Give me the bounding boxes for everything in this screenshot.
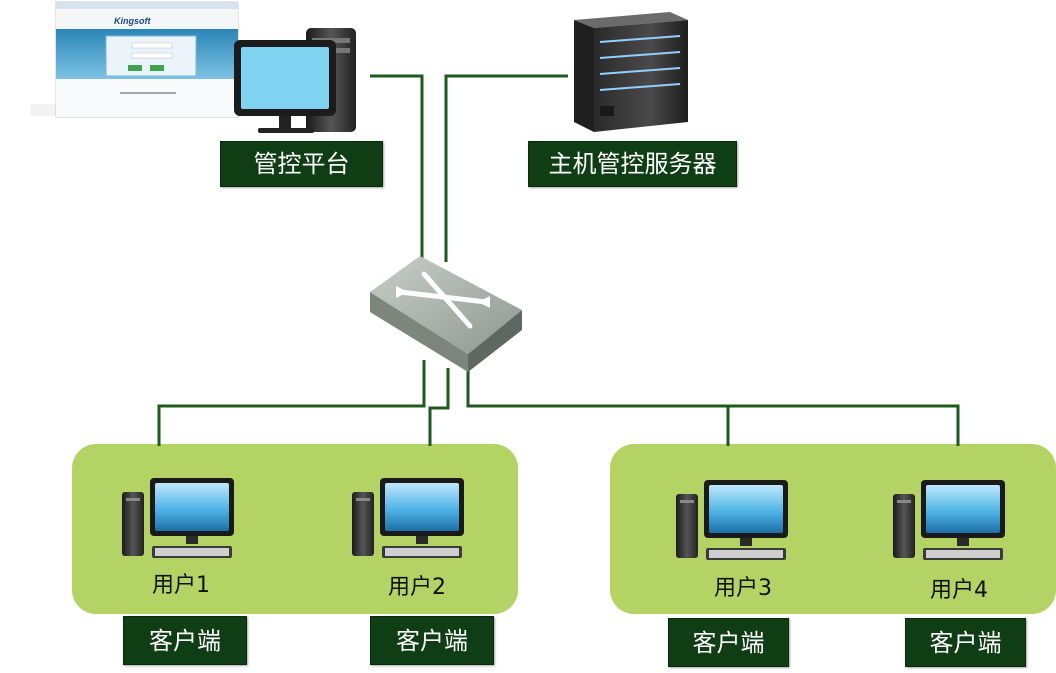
link-console-switch bbox=[370, 74, 424, 258]
client-role-label-2: 客户端 bbox=[370, 616, 494, 665]
client-computer-icon-4 bbox=[893, 480, 1005, 560]
client-computer-icon-2 bbox=[352, 478, 464, 558]
console-label: 管控平台 bbox=[220, 141, 383, 187]
user-label-1: 用户1 bbox=[152, 573, 210, 598]
client-role-label-3: 客户端 bbox=[668, 618, 789, 667]
user-label-3: 用户3 bbox=[714, 576, 772, 601]
client-computer-icon-3 bbox=[676, 480, 788, 560]
client-role-label-1: 客户端 bbox=[123, 616, 247, 665]
client-computer-icon-1 bbox=[122, 478, 234, 558]
link-server-switch bbox=[444, 74, 568, 262]
server-label: 主机管控服务器 bbox=[528, 141, 737, 187]
network-switch-icon bbox=[370, 256, 522, 372]
client-role-label-4: 客户端 bbox=[905, 618, 1026, 667]
link-switch-user3-user4 bbox=[466, 368, 960, 446]
user-label-4: 用户4 bbox=[930, 578, 988, 603]
console-computer-icon bbox=[234, 28, 356, 133]
link-switch-user2 bbox=[428, 368, 450, 446]
login-page-screenshot: Kingsoft bbox=[30, 1, 240, 118]
link-switch-user1 bbox=[157, 360, 426, 446]
screenshot-brand: Kingsoft bbox=[114, 16, 151, 26]
connection-lines bbox=[157, 74, 960, 446]
server-icon bbox=[574, 12, 688, 132]
user-label-2: 用户2 bbox=[388, 575, 446, 600]
